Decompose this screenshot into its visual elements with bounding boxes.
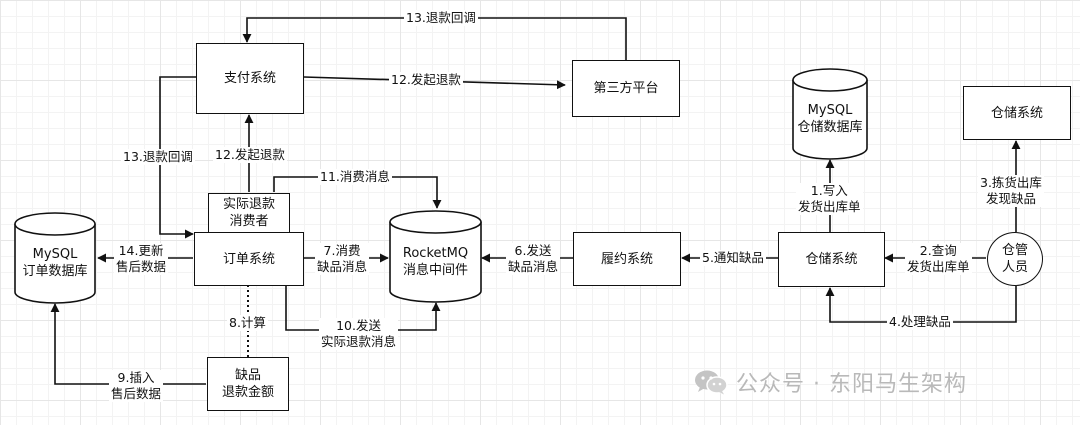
warehouse-system-top-label: 仓储系统 [990, 105, 1043, 121]
third-party-node: 第三方平台 [572, 60, 680, 117]
edge-5-label: 5.通知缺品 [700, 250, 766, 266]
shortage-refund-node: 缺品 退款金额 [207, 357, 289, 411]
watermark-text: 公众号 · 东阳马生架构 [736, 372, 967, 397]
order-system-node: 订单系统 [194, 232, 304, 286]
fulfillment-system-label: 履约系统 [600, 251, 653, 267]
edge-4-label: 4.处理缺品 [887, 314, 953, 330]
edge-13-top-label: 13.退款回调 [404, 10, 478, 26]
edge-8-label: 8.计算 [227, 315, 268, 331]
rocketmq-label: RocketMQ 消息中间件 [402, 245, 469, 278]
edge-2-label: 2.查询 发货出库单 [905, 243, 972, 275]
warehouse-staff-label: 仓管 人员 [1001, 243, 1028, 275]
edge-13-left-label: 13.退款回调 [121, 149, 195, 165]
mysql-order-label: MySQL 订单数据库 [22, 247, 88, 279]
wechat-icon [695, 370, 728, 395]
mysql-order-db: MySQL 订单数据库 [14, 212, 96, 304]
order-system-label: 订单系统 [222, 251, 275, 267]
cylinder-icon [389, 210, 482, 303]
rocketmq-db: RocketMQ 消息中间件 [389, 210, 482, 303]
edge-12-up-label: 12.发起退款 [213, 147, 287, 163]
edge-7-label: 7.消费 缺品消息 [315, 243, 370, 275]
payment-system-node: 支付系统 [196, 43, 304, 114]
mysql-warehouse-db: MySQL 仓储数据库 [792, 68, 868, 160]
warehouse-staff-node: 仓管 人员 [987, 232, 1043, 286]
edge-12-right-label: 12.发起退款 [389, 72, 463, 88]
edge-3-label: 3.拣货出库 发现缺品 [978, 175, 1044, 207]
warehouse-system-label: 仓储系统 [805, 252, 858, 267]
payment-system-label: 支付系统 [223, 71, 276, 86]
cylinder-icon [14, 212, 96, 304]
edge-11-label: 11.消费消息 [318, 169, 392, 185]
edge-1-label: 1.写入 发货出库单 [796, 183, 863, 215]
warehouse-system-node: 仓储系统 [778, 232, 885, 287]
edge-14-label: 14.更新 售后数据 [114, 243, 169, 275]
third-party-label: 第三方平台 [593, 81, 659, 96]
cylinder-icon [792, 68, 868, 160]
edge-9-label: 9.插入 售后数据 [109, 370, 164, 402]
refund-consumer-node: 实际退款 消费者 [208, 193, 290, 233]
edge-6-label: 6.发送 缺品消息 [506, 243, 561, 275]
mysql-warehouse-label: MySQL 仓储数据库 [797, 103, 863, 135]
watermark: 公众号 · 东阳马生架构 [694, 366, 967, 398]
refund-consumer-label: 实际退款 消费者 [222, 197, 275, 229]
fulfillment-system-node: 履约系统 [573, 232, 681, 286]
warehouse-system-top-node: 仓储系统 [963, 86, 1071, 140]
shortage-refund-label: 缺品 退款金额 [221, 368, 274, 400]
edge-10-label: 10.发送 实际退款消息 [319, 318, 399, 350]
